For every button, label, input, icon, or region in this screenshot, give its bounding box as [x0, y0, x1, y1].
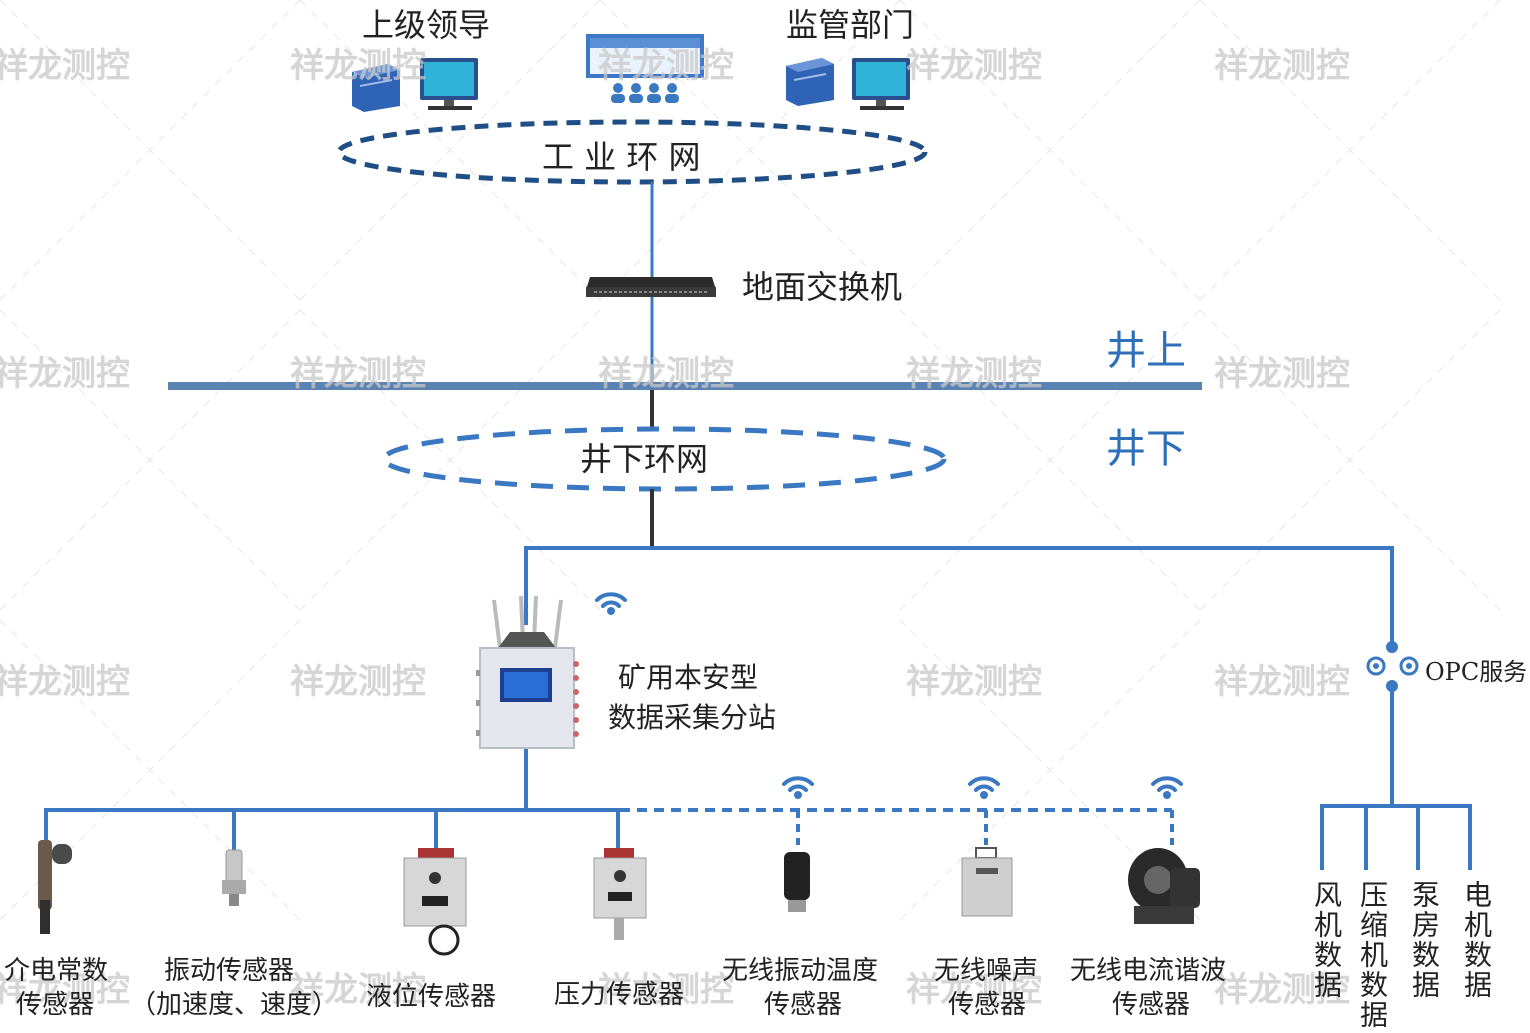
- wireless-current-harmonic-sensor-icon: [1128, 848, 1200, 924]
- watermark: 祥龙测控: [1214, 354, 1350, 394]
- industrial-ring-label: 工 业 环 网: [542, 138, 701, 176]
- watermark-grid: [0, 0, 1501, 921]
- opc-item-label: 泵房数据: [1408, 880, 1441, 1000]
- wifi-icon: [968, 776, 1000, 799]
- underground-zone-label: 井下: [1106, 426, 1186, 472]
- station-label-line2: 数据采集分站: [608, 701, 777, 734]
- watermark: 祥龙测控: [598, 970, 734, 1010]
- sensor-label: 传感器: [16, 990, 95, 1020]
- watermark: 祥龙测控: [906, 662, 1042, 702]
- wifi-icon: [782, 776, 814, 799]
- wifi-icon: [1151, 776, 1183, 799]
- opc-icon: [1366, 641, 1419, 692]
- sensor-label: 无线振动温度: [722, 956, 879, 986]
- server-icon: [352, 64, 400, 112]
- underground-ring-label: 井下环网: [580, 440, 709, 478]
- sensor-label: （加速度、速度）: [130, 990, 339, 1020]
- opc-item-label: 压缩机数据: [1356, 880, 1389, 1030]
- monitor-icon: [420, 58, 478, 110]
- vibration-sensor-icon: [222, 849, 246, 906]
- sensor-label: 液位传感器: [366, 982, 497, 1012]
- watermark: 祥龙测控: [0, 46, 130, 86]
- sensor-label: 压力传感器: [554, 980, 685, 1010]
- sensor-label: 传感器: [764, 990, 843, 1020]
- watermark: 祥龙测控: [290, 46, 426, 86]
- wireless-noise-sensor-icon: [961, 847, 1013, 917]
- watermark: 祥龙测控: [906, 354, 1042, 394]
- watermark: 祥龙测控: [290, 970, 426, 1010]
- wifi-icon: [595, 592, 627, 615]
- watermark: 祥龙测控: [906, 970, 1042, 1010]
- watermark: 祥龙测控: [0, 354, 130, 394]
- surface-boundary: [168, 382, 1202, 390]
- opc-item-label: 电机数据: [1460, 880, 1493, 1000]
- watermark: 祥龙测控: [598, 46, 734, 86]
- watermark: 祥龙测控: [598, 354, 734, 394]
- sensor-label: 传感器: [948, 990, 1027, 1020]
- monitor-icon: [852, 58, 910, 110]
- level-sensor-icon: [403, 848, 467, 956]
- switch-label: 地面交换机: [742, 268, 903, 306]
- watermark: 祥龙测控: [0, 970, 130, 1010]
- wireless-vibration-temperature-sensor-icon: [784, 852, 810, 912]
- watermark: 祥龙测控: [0, 662, 130, 702]
- watermark: 祥龙测控: [290, 662, 426, 702]
- main-bus: [524, 546, 1394, 643]
- watermark: 祥龙测控: [906, 46, 1042, 86]
- switch-icon: [586, 277, 716, 297]
- dielectric-sensor-icon: [38, 840, 72, 934]
- opc-label: OPC服务: [1425, 658, 1528, 686]
- leader-label: 上级领导: [362, 6, 491, 44]
- watermark: 祥龙测控: [1214, 46, 1350, 86]
- industrial-ring: [336, 119, 928, 185]
- pressure-sensor-icon: [593, 848, 647, 940]
- sensor-label: 介电常数: [4, 956, 109, 986]
- watermark: 祥龙测控: [290, 354, 426, 394]
- watermark: 祥龙测控: [1214, 662, 1350, 702]
- server-icon: [786, 58, 834, 106]
- display-wall-icon: [586, 34, 704, 103]
- sensor-label: 振动传感器: [164, 956, 295, 986]
- opc-item-label: 风机数据: [1310, 880, 1343, 1000]
- sensor-label: 无线电流谐波: [1070, 956, 1227, 986]
- sensor-label: 传感器: [1112, 990, 1191, 1020]
- sensor-label: 无线噪声: [934, 956, 1039, 986]
- station-label-line1: 矿用本安型: [618, 661, 759, 694]
- watermark: 祥龙测控: [1214, 970, 1350, 1010]
- underground-ring: [381, 426, 947, 492]
- substation-icon: [476, 595, 579, 749]
- supervision-label: 监管部门: [786, 6, 915, 44]
- surface-zone-label: 井上: [1106, 328, 1186, 374]
